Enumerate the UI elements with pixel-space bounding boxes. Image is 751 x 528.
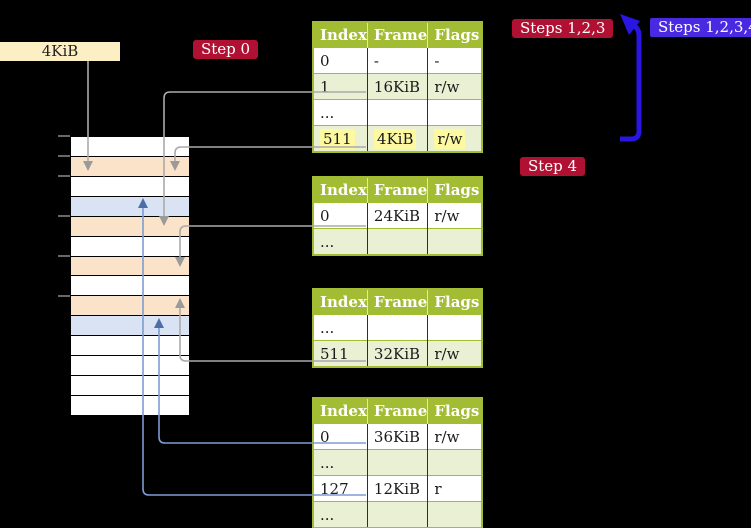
cell-frame: 36KiB xyxy=(366,423,428,450)
memory-frame-row xyxy=(71,137,189,157)
table-row: ... xyxy=(313,449,483,476)
col-index: Index xyxy=(313,398,368,424)
col-flags: Flags xyxy=(427,177,483,203)
memory-frame-row xyxy=(71,356,189,377)
col-frame: Frame xyxy=(366,22,428,48)
col-flags: Flags xyxy=(427,398,483,424)
strip-tick-marks xyxy=(58,135,70,297)
table-row: 511 32KiB r/w xyxy=(313,340,483,367)
table-row: 0 - - xyxy=(313,47,483,74)
cell-index: 511 xyxy=(313,340,368,367)
col-frame: Frame xyxy=(366,289,428,315)
cell-flags: r/w xyxy=(427,340,483,367)
col-flags: Flags xyxy=(427,289,483,315)
table-row: ... xyxy=(313,501,483,528)
table-header-row: Index Frame Flags xyxy=(313,177,483,203)
cell-index: 1 xyxy=(313,73,368,100)
table-row: ... xyxy=(313,314,483,341)
cell-flags: r xyxy=(427,475,483,502)
badge-step-0: Step 0 xyxy=(193,40,259,59)
cell-index: 0 xyxy=(313,47,368,74)
cell-flags: r/w xyxy=(427,202,483,229)
cell-index: ... xyxy=(313,99,368,126)
table-row: ... xyxy=(313,228,483,255)
table-row: 0 24KiB r/w xyxy=(313,202,483,229)
badge-steps-1-2-3: Steps 1,2,3 xyxy=(512,19,614,38)
cell-index: ... xyxy=(313,228,368,255)
page-table-level-top: Index Frame Flags 0 - - 1 16KiB r/w ... … xyxy=(312,21,484,153)
cell-flags xyxy=(427,449,483,476)
highlighted-value: 4KiB xyxy=(373,128,417,149)
memory-strip xyxy=(70,136,190,416)
arrowhead-up-left-icon xyxy=(620,14,640,35)
table-row: ... xyxy=(313,99,483,126)
badge-steps-1-2-3-4-label: Steps 1,2,3,4 xyxy=(658,18,751,36)
table-row: 0 36KiB r/w xyxy=(313,423,483,450)
memory-frame-row xyxy=(71,316,189,337)
cell-frame: 16KiB xyxy=(366,73,428,100)
table-header-row: Index Frame Flags xyxy=(313,289,483,315)
table-header-row: Index Frame Flags xyxy=(313,398,483,424)
table-header-row: Index Frame Flags xyxy=(313,22,483,48)
cell-frame: 32KiB xyxy=(366,340,428,367)
highlighted-value: r/w xyxy=(434,128,466,149)
table-row: 1 16KiB r/w xyxy=(313,73,483,100)
memory-frame-row xyxy=(71,216,189,237)
cell-frame: 4KiB xyxy=(366,125,428,152)
size-label-box: 4KiB xyxy=(0,42,120,61)
memory-frame-row xyxy=(71,236,189,257)
badge-steps-1-2-3-label: Steps 1,2,3 xyxy=(520,19,606,37)
cell-frame xyxy=(366,501,428,528)
page-table-mid-a: Index Frame Flags 0 24KiB r/w ... xyxy=(312,176,484,256)
cell-flags: r/w xyxy=(427,73,483,100)
col-index: Index xyxy=(313,22,368,48)
cell-index: 127 xyxy=(313,475,368,502)
col-index: Index xyxy=(313,177,368,203)
cell-index: 0 xyxy=(313,423,368,450)
memory-frame-row xyxy=(71,176,189,197)
cell-flags: r/w xyxy=(427,125,483,152)
badge-step-4-label: Step 4 xyxy=(528,157,578,175)
cell-index: ... xyxy=(313,314,368,341)
cell-flags xyxy=(427,501,483,528)
table-row: 127 12KiB r xyxy=(313,475,483,502)
col-flags: Flags xyxy=(427,22,483,48)
col-frame: Frame xyxy=(366,177,428,203)
steps-loop-arrow xyxy=(620,22,642,142)
cell-index: 511 xyxy=(313,125,368,152)
col-index: Index xyxy=(313,289,368,315)
cell-frame xyxy=(366,228,428,255)
cell-flags xyxy=(427,314,483,341)
cell-index: ... xyxy=(313,501,368,528)
cell-index: ... xyxy=(313,449,368,476)
cell-flags xyxy=(427,99,483,126)
memory-frame-row xyxy=(71,296,189,317)
cell-frame: - xyxy=(366,47,428,74)
size-label: 4KiB xyxy=(41,42,79,60)
cell-flags: r/w xyxy=(427,423,483,450)
memory-frame-row xyxy=(71,276,189,297)
memory-frame-row xyxy=(71,156,189,177)
cell-flags: - xyxy=(427,47,483,74)
cell-flags xyxy=(427,228,483,255)
table-row-highlighted: 511 4KiB r/w xyxy=(313,125,483,152)
cell-frame xyxy=(366,99,428,126)
col-frame: Frame xyxy=(366,398,428,424)
memory-frame-row xyxy=(71,336,189,357)
cell-frame xyxy=(366,449,428,476)
memory-frame-row xyxy=(71,376,189,396)
cell-frame xyxy=(366,314,428,341)
badge-steps-1-2-3-4: Steps 1,2,3,4 xyxy=(650,18,751,37)
highlighted-value: 511 xyxy=(320,128,355,149)
page-table-bottom: Index Frame Flags 0 36KiB r/w ... 127 12… xyxy=(312,397,484,528)
cell-index: 0 xyxy=(313,202,368,229)
cell-frame: 24KiB xyxy=(366,202,428,229)
page-table-mid-b: Index Frame Flags ... 511 32KiB r/w xyxy=(312,288,484,368)
memory-frame-row xyxy=(71,196,189,217)
cell-frame: 12KiB xyxy=(366,475,428,502)
memory-frame-row xyxy=(71,256,189,277)
badge-step-4: Step 4 xyxy=(520,157,586,176)
badge-step-0-label: Step 0 xyxy=(201,40,251,58)
memory-frame-row xyxy=(71,395,189,415)
